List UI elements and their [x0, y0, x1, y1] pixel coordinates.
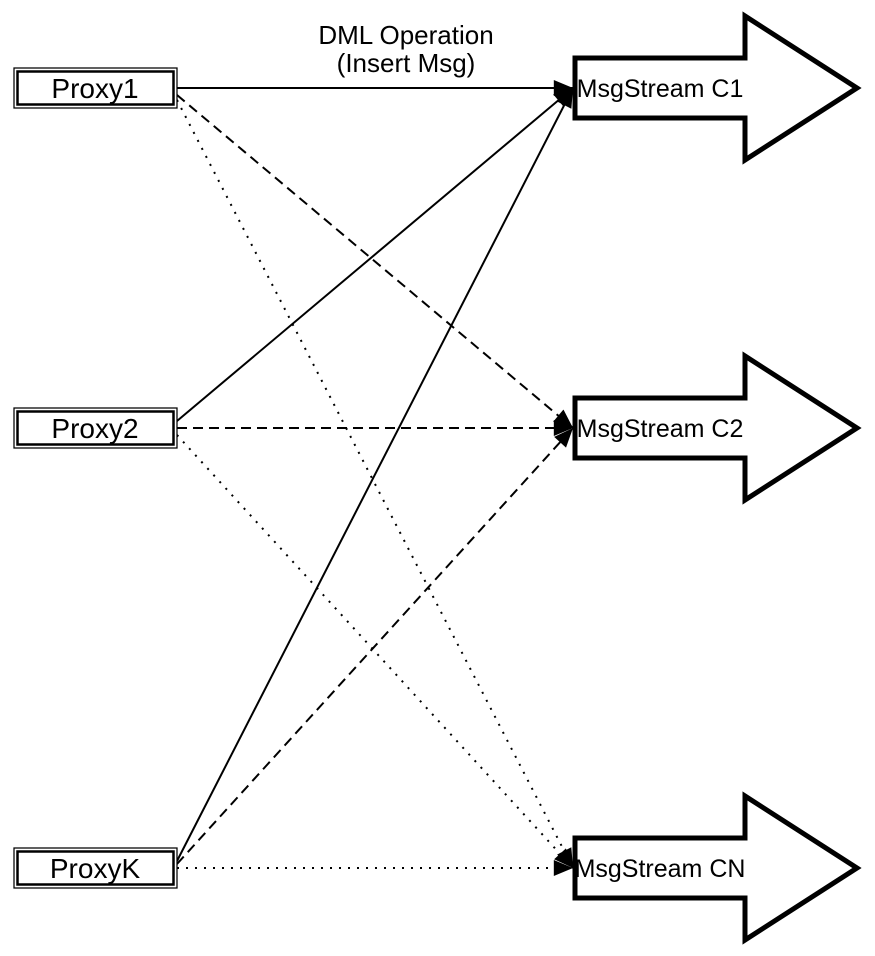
msgstream-c2-label: MsgStream C2 — [577, 415, 744, 443]
proxyk-node: ProxyK — [13, 847, 178, 889]
proxy2-box-inner — [16, 410, 175, 446]
msgstream-cn-arrow — [572, 791, 862, 945]
msgstream-c2-node: MsgStream C2 — [572, 351, 862, 505]
edge-proxyk-c1 — [176, 87, 574, 862]
msgstream-c1-arrow — [572, 11, 862, 165]
proxy1-box-inner — [16, 70, 175, 106]
proxy2-node: Proxy2 — [13, 407, 178, 449]
proxy1-label: Proxy1 — [51, 73, 138, 104]
msgstream-cn-label: MsgStream CN — [575, 855, 746, 883]
proxyk-box-inner — [16, 850, 175, 886]
diagram-title-line1: DML Operation — [318, 20, 493, 50]
proxyk-label: ProxyK — [50, 853, 141, 884]
proxyk-box — [13, 847, 178, 889]
msgstream-c2-arrow — [572, 351, 862, 505]
edge-proxyk-c2 — [176, 427, 574, 865]
msgstream-c1-node: MsgStream C1 — [572, 11, 862, 165]
edge-proxy1-c2 — [176, 94, 574, 429]
msgstream-cn-node: MsgStream CN — [572, 791, 862, 945]
proxy1-box — [13, 67, 178, 109]
edge-proxy2-cn — [176, 434, 574, 869]
msgstream-c1-label: MsgStream C1 — [577, 75, 744, 103]
edge-proxy1-cn — [176, 99, 574, 869]
diagram-title-line2: (Insert Msg) — [337, 48, 476, 78]
proxy2-box — [13, 407, 178, 449]
edge-proxy2-c1 — [176, 87, 574, 422]
proxy1-node: Proxy1 — [13, 67, 178, 109]
proxy2-label: Proxy2 — [51, 413, 138, 444]
